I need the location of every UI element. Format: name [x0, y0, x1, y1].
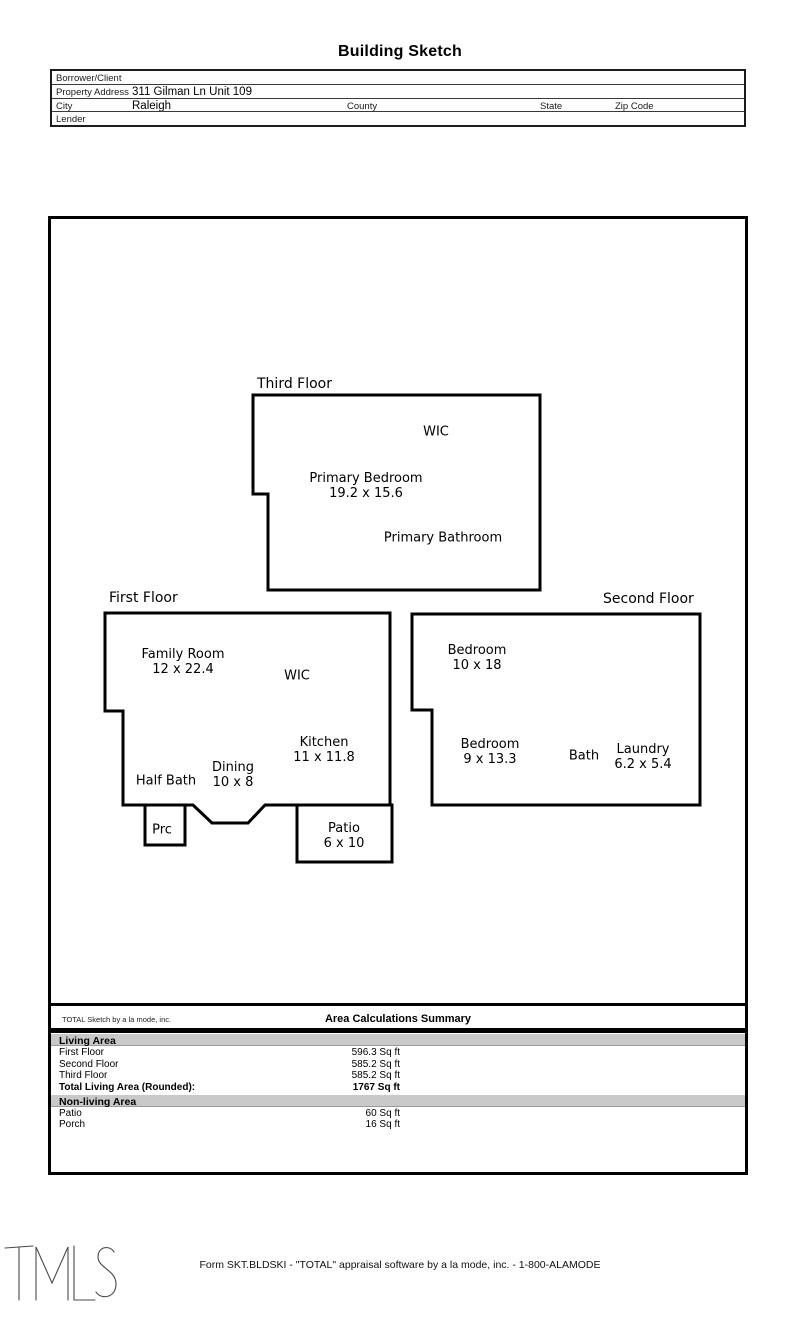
row-label: Third Floor — [59, 1070, 108, 1081]
kitchen-name: Kitchen — [299, 735, 349, 750]
table-row: First Floor 596.3 Sq ft — [51, 1046, 745, 1058]
third-floor-title: Third Floor — [257, 376, 332, 392]
table-row: Third Floor 585.2 Sq ft — [51, 1069, 745, 1081]
non-living-area-header: Non-living Area — [51, 1094, 745, 1108]
table-row: Second Floor 585.2 Sq ft — [51, 1058, 745, 1070]
city-row: City Raleigh County State Zip Code — [52, 97, 744, 112]
living-area-header: Living Area — [51, 1034, 745, 1047]
property-address-value: 311 Gilman Ln Unit 109 — [132, 85, 252, 98]
third-floor-wic-label: WIC — [423, 424, 449, 440]
summary-top-rule — [51, 1003, 745, 1006]
property-address-label: Property Address — [56, 86, 129, 98]
total-living-area-row: Total Living Area (Rounded): 1767 Sq ft — [51, 1081, 745, 1094]
patio-label: Patio 6 x 10 — [324, 821, 365, 851]
laundry-dims: 6.2 x 5.4 — [614, 757, 672, 772]
row-label: Patio — [59, 1107, 82, 1119]
primary-bedroom-dims: 19.2 x 15.6 — [329, 486, 403, 501]
dining-name: Dining — [212, 760, 254, 775]
second-floor-title: Second Floor — [603, 591, 694, 607]
dining-label: Dining 10 x 8 — [212, 760, 254, 790]
area-calculations-summary: TOTAL Sketch by a la mode, inc. Area Cal… — [51, 1003, 745, 1130]
family-room-label: Family Room 12 x 22.4 — [142, 647, 225, 677]
row-value: 60 Sq ft — [365, 1107, 400, 1119]
form-footer-text: Form SKT.BLDSKI - "TOTAL" appraisal soft… — [199, 1259, 601, 1271]
patio-dims: 6 x 10 — [323, 836, 365, 851]
state-label: State — [540, 100, 563, 112]
city-label: City — [56, 100, 73, 112]
borrower-row: Borrower/Client — [52, 71, 744, 84]
dining-dims: 10 x 8 — [212, 775, 254, 790]
row-label: First Floor — [59, 1047, 104, 1058]
zip-code-label: Zip Code — [615, 100, 654, 112]
lender-label: Lender — [56, 114, 86, 126]
row-value: 585.2 Sq ft — [351, 1058, 400, 1070]
bedroom1-name: Bedroom — [447, 643, 507, 658]
porch-label: Prc — [152, 822, 172, 838]
row-label: Porch — [59, 1119, 86, 1130]
bath-label: Bath — [568, 748, 600, 764]
table-row: Porch 16 Sq ft — [51, 1118, 745, 1130]
total-label: Total Living Area (Rounded): — [59, 1081, 196, 1093]
laundry-name: Laundry — [616, 742, 670, 757]
row-value: 585.2 Sq ft — [351, 1070, 400, 1081]
summary-title: Area Calculations Summary — [324, 1013, 472, 1025]
row-value: 16 Sq ft — [365, 1119, 400, 1130]
family-room-name: Family Room — [141, 647, 225, 662]
total-sketch-attribution: TOTAL Sketch by a la mode, inc. — [62, 1015, 172, 1024]
first-floor-wic-label: WIC — [284, 668, 310, 684]
primary-bedroom-label: Primary Bedroom 19.2 x 15.6 — [309, 471, 422, 501]
primary-bathroom-label: Primary Bathroom — [383, 530, 503, 546]
first-floor-title: First Floor — [109, 590, 178, 606]
bedroom1-dims: 10 x 18 — [452, 658, 502, 673]
row-label: Second Floor — [59, 1058, 119, 1070]
table-row: Patio 60 Sq ft — [51, 1107, 745, 1119]
half-bath-label: Half Bath — [135, 773, 197, 789]
bedroom2-label: Bedroom 9 x 13.3 — [461, 737, 520, 767]
bedroom2-name: Bedroom — [460, 737, 520, 752]
kitchen-label: Kitchen 11 x 11.8 — [293, 735, 354, 765]
bedroom2-dims: 9 x 13.3 — [463, 752, 517, 767]
tmls-logo — [4, 1245, 117, 1301]
bedroom1-label: Bedroom 10 x 18 — [448, 643, 507, 673]
patio-name: Patio — [328, 821, 360, 836]
summary-divider-bar — [51, 1028, 745, 1033]
total-value: 1767 Sq ft — [352, 1081, 400, 1093]
summary-header-row: TOTAL Sketch by a la mode, inc. Area Cal… — [51, 1006, 745, 1028]
row-value: 596.3 Sq ft — [351, 1047, 400, 1058]
primary-bedroom-name: Primary Bedroom — [309, 471, 423, 486]
laundry-label: Laundry 6.2 x 5.4 — [614, 742, 671, 772]
city-value: Raleigh — [132, 99, 171, 112]
kitchen-dims: 11 x 11.8 — [293, 750, 355, 765]
lender-row: Lender — [52, 111, 744, 125]
page-title: Building Sketch — [338, 43, 462, 60]
property-header-table: Borrower/Client Property Address 311 Gil… — [50, 69, 746, 127]
borrower-label: Borrower/Client — [56, 73, 122, 84]
property-address-row: Property Address 311 Gilman Ln Unit 109 — [52, 83, 744, 98]
family-room-dims: 12 x 22.4 — [152, 662, 214, 677]
county-label: County — [347, 100, 378, 112]
